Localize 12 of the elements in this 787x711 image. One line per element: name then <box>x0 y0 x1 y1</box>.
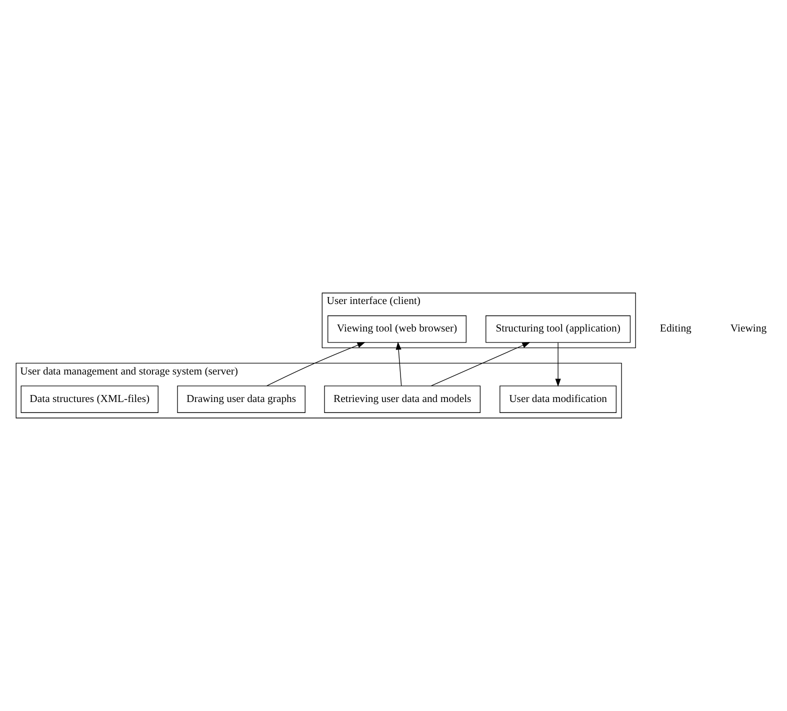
node-box: Structuring tool (application) <box>486 315 631 343</box>
label: Viewing <box>730 322 767 335</box>
node-box: Data structures (XML-files) <box>20 386 158 413</box>
node-box: Viewing tool (web browser) <box>328 315 466 343</box>
arrow <box>555 342 561 387</box>
label: Editing <box>660 322 692 335</box>
node-box: Drawing user data graphs <box>177 386 306 413</box>
node-box: Retrieving user data and models <box>324 386 481 413</box>
arrow <box>266 342 366 386</box>
arrow <box>430 342 530 386</box>
arrow <box>396 342 402 386</box>
node-box: User data modification <box>500 386 617 413</box>
